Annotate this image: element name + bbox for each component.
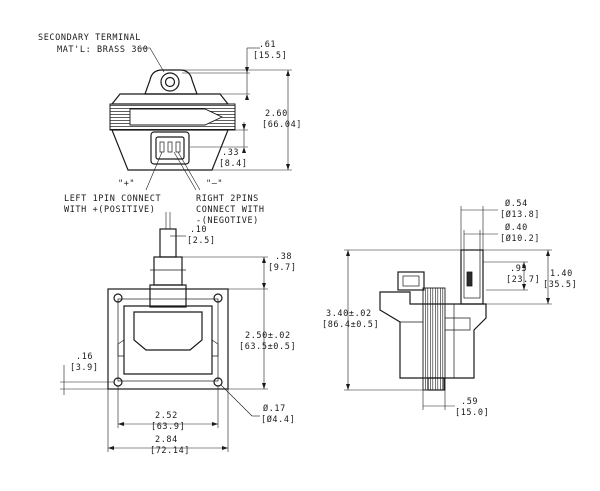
- dim-front-terminal-width-mm: [2.5]: [187, 236, 216, 246]
- dim-hole-dia-in: Ø.17: [263, 403, 286, 414]
- dim-terminal-height-in: .61: [259, 40, 276, 50]
- dim-terminal-height-mm: [15.5]: [253, 51, 287, 61]
- dim-arrow: [346, 250, 350, 256]
- front-body-window: [133, 311, 203, 351]
- primary-connector-socket: [155, 136, 185, 160]
- secondary-terminal-note-line1: SECONDARY TERMINAL: [38, 33, 141, 43]
- plus-sign-label: "+": [118, 179, 135, 189]
- dim-bottom-width-mm: [15.0]: [455, 408, 489, 418]
- side-body-outline: [379, 291, 487, 379]
- dim-arrow: [522, 262, 526, 268]
- top-core-arrow: [129, 108, 224, 126]
- dim-overall-width-mm: [72.14]: [150, 446, 190, 456]
- dim-hole-spacing-in: 2.52: [155, 411, 178, 421]
- dim-mount-height-in: 2.50±.02: [245, 331, 291, 341]
- dim-hole-spacing-mm: [63.9]: [151, 422, 185, 432]
- dim-arrow: [286, 164, 290, 170]
- top-view: SECONDARY TERMINAL MAT'L: BRASS 360 .61 …: [38, 33, 302, 226]
- dim-tower-total-mm: [35.5]: [543, 280, 577, 290]
- dim-front-terminal-height-mm: [9.7]: [268, 263, 297, 273]
- right-pin-note-line1: RIGHT 2PINS: [196, 194, 259, 204]
- front-view: .10 [2.5] .38 [9.7] 2.50±.02 [63.5±0.5] …: [60, 212, 297, 456]
- dim-front-terminal-width-in: .10: [190, 225, 207, 235]
- dim-overall-height-mm: [66.04]: [262, 120, 302, 130]
- side-connector-inner: [402, 275, 420, 287]
- dim-arrow: [262, 283, 266, 289]
- front-neck: [149, 284, 187, 308]
- dim-base-offset-in: .16: [76, 352, 93, 362]
- side-core-lamination: [422, 287, 446, 391]
- dim-tower-total-in: 1.40: [550, 269, 573, 279]
- dim-connector-offset-in: .33: [222, 148, 239, 158]
- dim-connector-offset-mm: [8.4]: [219, 159, 248, 169]
- secondary-terminal-inner: [164, 76, 176, 88]
- connector-pin-negative-1: [167, 141, 173, 153]
- pin-negative-leader-2: [177, 151, 201, 191]
- dim-tower-height-mm: [23.7]: [506, 275, 540, 285]
- dim-outer-dia-in: Ø.54: [505, 198, 528, 209]
- top-body-upper: [144, 69, 198, 95]
- dim-base-offset-mm: [3.9]: [70, 363, 99, 373]
- front-flange-inner: [117, 298, 219, 382]
- secondary-terminal-note-line2: MAT'L: BRASS 360: [57, 45, 148, 55]
- left-pin-note-line2: WITH +(POSITIVE): [64, 205, 155, 215]
- pin-negative-leader-1: [173, 151, 197, 191]
- dim-arrow: [212, 422, 218, 426]
- dim-arrow: [262, 383, 266, 389]
- dim-overall-height-in: 2.60: [265, 109, 288, 119]
- hole-dia-leader: [220, 384, 253, 417]
- dim-arrow: [118, 422, 124, 426]
- right-pin-note-line2: CONNECT WITH: [196, 205, 265, 215]
- connector-pin-positive: [159, 141, 165, 153]
- side-terminal-insert: [466, 271, 473, 287]
- mount-hole-top-left: [113, 293, 123, 303]
- primary-connector-shell: [150, 131, 190, 165]
- side-body-step: [445, 317, 471, 331]
- dim-mount-height-mm: [63.5±0.5]: [239, 342, 296, 352]
- left-pin-note-line1: LEFT 1PIN CONNECT: [64, 194, 161, 204]
- dim-arrow: [222, 446, 228, 450]
- dim-bottom-width-in: .59: [461, 397, 478, 407]
- front-clip-left: [117, 339, 125, 357]
- dim-arrow: [286, 70, 290, 76]
- mount-hole-top-right: [213, 293, 223, 303]
- dim-arrow: [262, 257, 266, 263]
- dim-arrow: [546, 298, 550, 304]
- dim-side-overall-in: 3.40±.02: [326, 309, 372, 319]
- front-body: [123, 305, 213, 375]
- dim-overall-width-in: 2.84: [155, 435, 178, 445]
- front-clip-right: [211, 339, 219, 357]
- dim-inner-dia-in: Ø.40: [505, 222, 528, 233]
- secondary-terminal-leader: [139, 47, 165, 73]
- dim-arrow: [245, 94, 249, 100]
- dim-arrow: [108, 446, 114, 450]
- front-terminal-post: [159, 228, 177, 258]
- dim-tower-height-in: .93: [510, 264, 527, 274]
- secondary-terminal-outer: [160, 72, 180, 92]
- connector-pin-negative-2: [175, 141, 181, 153]
- dim-arrow: [242, 147, 246, 153]
- side-bottom-stub: [427, 377, 445, 391]
- dim-hole-dia-mm: [Ø4.4]: [261, 414, 295, 425]
- dim-arrow: [546, 250, 550, 256]
- dim-front-terminal-height-in: .38: [275, 252, 292, 262]
- dim-arrow: [522, 284, 526, 290]
- side-tower-inner: [463, 249, 481, 299]
- front-flange-outer: [107, 288, 229, 390]
- dim-arrow: [242, 124, 246, 130]
- top-body-mid: [110, 93, 230, 105]
- right-pin-note-line3: -(NEGOTIVE): [196, 216, 259, 226]
- dim-outer-dia-mm: [Ø13.8]: [500, 209, 540, 220]
- pin-positive-leader: [145, 151, 163, 191]
- dim-side-overall-mm: [86.4±0.5]: [322, 320, 379, 330]
- dim-arrow: [346, 384, 350, 390]
- dim-inner-dia-mm: [Ø10.2]: [500, 233, 540, 244]
- front-terminal-tower: [153, 256, 183, 286]
- minus-sign-label: "—": [206, 179, 223, 189]
- side-view: Ø.54 [Ø13.8] Ø.40 [Ø10.2] .93 [23.7] 1.4…: [322, 198, 577, 418]
- side-connector: [397, 271, 425, 291]
